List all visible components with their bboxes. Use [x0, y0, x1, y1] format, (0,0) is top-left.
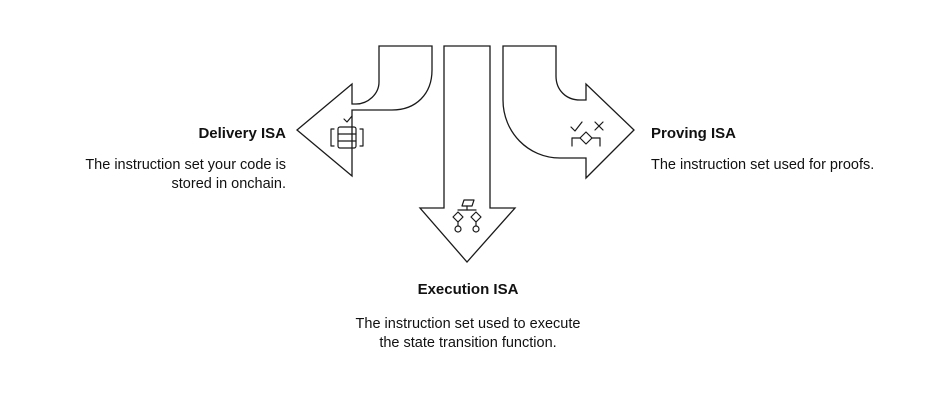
- delivery-isa-description-line: stored in onchain.: [171, 176, 286, 192]
- proving-isa-description: The instruction set used for proofs.: [651, 156, 921, 175]
- execution-isa-description-line: the state transition function.: [379, 335, 557, 351]
- delivery-isa-block: Delivery ISA The instruction set your co…: [26, 125, 286, 194]
- proving-isa-description-line: The instruction set used for proofs.: [651, 157, 875, 173]
- proving-arrow: [502, 45, 635, 180]
- proving-isa-title: Proving ISA: [651, 125, 737, 142]
- execution-arrow: [418, 45, 517, 263]
- execution-isa-description: The instruction set used to execute the …: [318, 315, 618, 353]
- decision-check-cross-icon: [570, 121, 604, 147]
- delivery-isa-description: The instruction set your code is stored …: [26, 156, 286, 194]
- database-check-icon: [330, 115, 364, 149]
- delivery-isa-title: Delivery ISA: [198, 125, 286, 142]
- proving-isa-block: Proving ISA The instruction set used for…: [651, 125, 921, 175]
- delivery-arrow: [295, 45, 433, 178]
- flowchart-icon: [452, 199, 482, 233]
- execution-isa-title: Execution ISA: [417, 281, 519, 298]
- execution-isa-description-line: The instruction set used to execute: [355, 316, 581, 332]
- execution-isa-block: Execution ISA The instruction set used t…: [318, 281, 618, 353]
- delivery-isa-description-line: The instruction set your code is: [85, 157, 286, 173]
